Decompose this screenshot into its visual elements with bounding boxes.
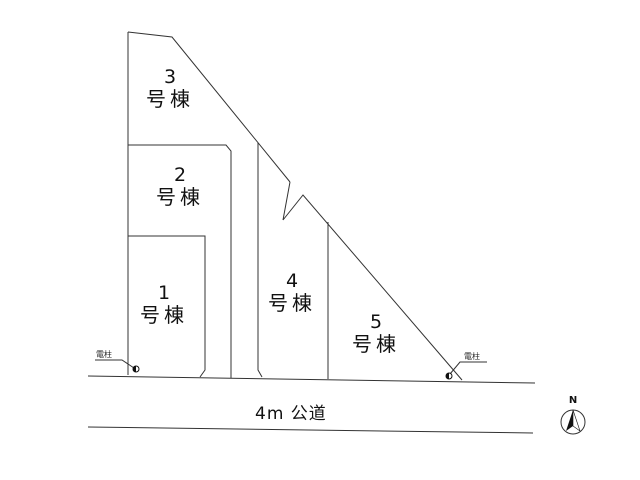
- lot-2-kind: 号棟: [156, 185, 204, 209]
- pole-right-leader: [449, 361, 487, 375]
- lot-5-kind: 号棟: [352, 332, 400, 356]
- pole-right-icon: [445, 372, 453, 380]
- lot-1-boundary: [128, 235, 206, 378]
- lot-3-kind: 号棟: [146, 87, 194, 111]
- road-top-edge: [87, 375, 536, 384]
- lot-1-number: 1: [157, 282, 171, 304]
- pole-right-label: 電柱: [464, 352, 480, 361]
- lot-3-number: 3: [163, 66, 177, 88]
- lot-1-kind: 号棟: [140, 303, 188, 327]
- hypotenuse-notch: [282, 181, 463, 381]
- lot-2-label[interactable]: 2 号棟: [150, 164, 210, 209]
- lot-2-number: 2: [173, 164, 187, 186]
- lot-4-number: 4: [285, 270, 299, 292]
- lot-4-kind: 号棟: [268, 291, 316, 315]
- lot-3-boundary: [127, 31, 291, 183]
- road-bottom-edge: [87, 426, 534, 434]
- lot-1-label[interactable]: 1 号棟: [134, 282, 194, 327]
- pole-left-leader: [95, 359, 135, 369]
- lot-4-label[interactable]: 4 号棟: [262, 270, 322, 315]
- lot-5-number: 5: [369, 311, 383, 333]
- road-label: 4m 公道: [255, 404, 327, 424]
- lot-3-label[interactable]: 3 号棟: [140, 66, 200, 111]
- compass-north-label: N: [568, 395, 578, 406]
- pole-left-label: 電柱: [96, 350, 112, 359]
- lot-4-boundary: [257, 143, 263, 378]
- lot-2-boundary: [128, 144, 232, 378]
- pole-left-icon: [132, 365, 140, 373]
- lot-5-label[interactable]: 5 号棟: [346, 311, 406, 356]
